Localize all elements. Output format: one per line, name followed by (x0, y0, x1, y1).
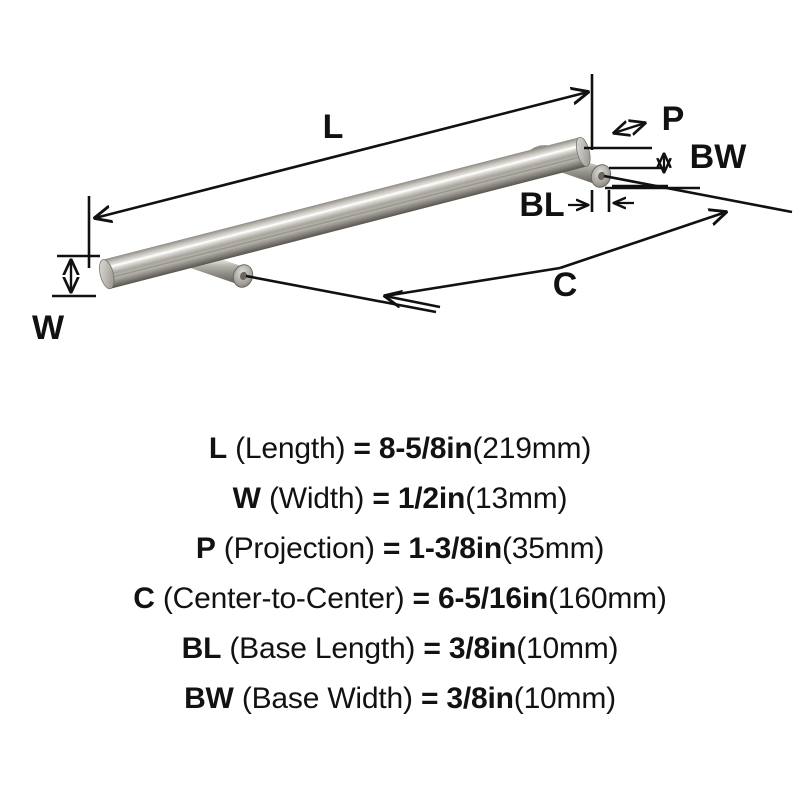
spec-row-projection: P (Projection) = 1-3/8in(35mm) (0, 524, 800, 574)
bar-left-end-cap (99, 259, 115, 290)
base-width-dimension: BW (609, 138, 748, 188)
spec-metric-value: (219mm) (472, 432, 592, 465)
spec-imperial-value: 3/8in (448, 632, 517, 665)
base-length-dimension-label: BL (519, 186, 564, 224)
base-length-dimension: BL (519, 186, 634, 224)
length-dimension-label: L (323, 108, 344, 146)
center-to-center-dimension-label: C (553, 266, 578, 304)
spec-name: (Projection) (223, 532, 375, 565)
spec-equals: = (372, 482, 390, 515)
spec-imperial-value: 1/2in (397, 482, 466, 515)
spec-code: BL (181, 632, 222, 665)
spec-imperial-value: 8-5/8in (378, 432, 473, 465)
length-dimension-arrow (95, 92, 588, 218)
spec-name: (Base Width) (241, 682, 413, 715)
center-arrow-left (385, 296, 441, 309)
spec-metric-value: (10mm) (513, 682, 616, 715)
width-dimension: W (32, 254, 100, 347)
spec-metric-value: (35mm) (502, 532, 605, 565)
spec-metric-value: (13mm) (465, 482, 568, 515)
spec-code: C (133, 582, 155, 615)
spec-code: BW (184, 682, 234, 715)
spec-equals: = (382, 532, 401, 565)
spec-equals: = (423, 632, 441, 665)
center-to-center-dimension: C (245, 174, 793, 314)
spec-imperial-value: 1-3/8in (408, 532, 503, 565)
spec-metric-value: (10mm) (516, 632, 619, 665)
spec-code: W (232, 482, 261, 515)
spec-row-base-width: BW (Base Width) = 3/8in(10mm) (0, 674, 800, 724)
spec-name: (Base Length) (229, 632, 416, 665)
spec-imperial-value: 3/8in (446, 682, 514, 715)
spec-imperial-value: 6-5/16in (437, 582, 549, 615)
spec-row-base-length: BL (Base Length) = 3/8in(10mm) (0, 624, 800, 674)
spec-name: (Width) (268, 482, 365, 515)
product-dimension-diagram: L W P BW BL (32, 74, 793, 347)
spec-name: (Center-to-Center) (162, 582, 405, 615)
spec-row-length: L (Length) = 8-5/8in(219mm) (0, 424, 800, 474)
width-dimension-label: W (32, 309, 65, 347)
projection-dimension-label: P (662, 100, 685, 138)
spec-metric-value: (160mm) (548, 582, 667, 615)
spec-equals: = (420, 682, 439, 715)
spec-equals: = (412, 582, 431, 615)
center-arrow-right (559, 212, 726, 270)
spec-code: P (195, 532, 216, 565)
spec-equals: = (353, 432, 371, 465)
projection-dimension-arrow (614, 123, 645, 133)
length-dimension: L (87, 74, 594, 268)
base-width-dimension-label: BW (690, 138, 748, 176)
spec-row-width: W (Width) = 1/2in(13mm) (0, 474, 800, 524)
spec-code: L (208, 432, 227, 465)
specification-list: L (Length) = 8-5/8in(219mm) W (Width) = … (0, 424, 800, 724)
projection-dimension: P (584, 100, 700, 190)
spec-name: (Length) (235, 432, 346, 465)
spec-row-center-to-center: C (Center-to-Center) = 6-5/16in(160mm) (0, 574, 800, 624)
